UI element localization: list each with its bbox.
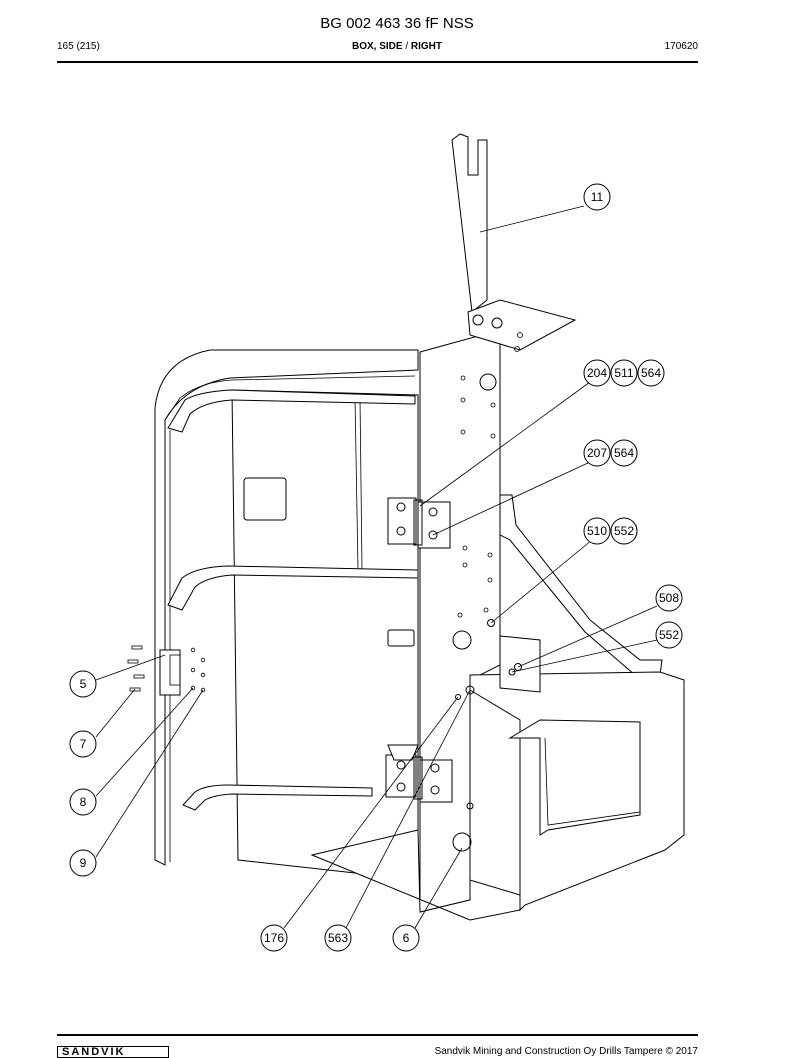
side-latch: [127, 645, 206, 696]
callout: 11: [583, 183, 611, 211]
callout: 563: [324, 924, 352, 952]
callout: 9: [69, 849, 97, 877]
diagonal-strap: [499, 494, 663, 676]
callout: 6: [392, 924, 420, 952]
callout: 564: [637, 359, 665, 387]
box-left-panel: [154, 349, 419, 866]
svg-text:511: 511: [614, 366, 633, 380]
section-title: BOX, SIDE / RIGHT: [0, 41, 794, 52]
svg-text:508: 508: [659, 591, 679, 605]
callout: 564: [610, 439, 638, 467]
svg-text:204: 204: [587, 366, 607, 380]
callout: 5: [69, 670, 97, 698]
section-title-side: RIGHT: [410, 41, 443, 52]
box-bottom-shelf: [182, 784, 373, 811]
box-back-wall: [231, 389, 419, 881]
svg-text:7: 7: [80, 737, 87, 751]
callout: 207: [583, 439, 611, 467]
svg-text:9: 9: [80, 856, 87, 870]
svg-text:564: 564: [641, 366, 661, 380]
callout: 511: [610, 359, 638, 387]
header-rule: [57, 61, 698, 63]
section-title-main: BOX, SIDE: [351, 41, 403, 52]
page-number: 165 (215): [57, 41, 100, 52]
svg-text:8: 8: [80, 795, 87, 809]
svg-text:552: 552: [659, 628, 679, 642]
front-frame: [452, 630, 685, 912]
wall-clip: [387, 629, 415, 647]
top-bracket: [451, 133, 577, 352]
svg-text:564: 564: [614, 446, 634, 460]
lower-hinge: [385, 744, 453, 803]
footer-rule: [57, 1034, 698, 1036]
leader-lines: [95, 205, 658, 929]
svg-text:552: 552: [614, 524, 634, 538]
upper-hinge: [387, 497, 451, 549]
callout: 552: [610, 517, 638, 545]
document-title: BG 002 463 36 fF NSS: [320, 15, 474, 32]
box-top-shelf: [167, 389, 416, 433]
svg-text:510: 510: [587, 524, 607, 538]
callout: 204: [583, 359, 611, 387]
callout: 7: [69, 730, 97, 758]
svg-text:176: 176: [264, 931, 284, 945]
callout: 552: [655, 621, 683, 649]
svg-text:6: 6: [403, 931, 410, 945]
svg-text:207: 207: [587, 446, 607, 460]
svg-text:5: 5: [80, 677, 87, 691]
footer-copyright: Sandvik Mining and Construction Oy Drill…: [434, 1046, 698, 1057]
callout: 508: [655, 584, 683, 612]
floor-plate: [310, 829, 521, 921]
callout: 510: [583, 517, 611, 545]
date-code: 170620: [664, 41, 698, 52]
svg-text:11: 11: [591, 190, 604, 204]
sandvik-logo: SANDVIK: [57, 1046, 169, 1058]
box-middle-shelf: [167, 565, 419, 611]
svg-text:563: 563: [328, 931, 348, 945]
callout: 176: [260, 924, 288, 952]
callout: 8: [69, 788, 97, 816]
section-title-separator: /: [402, 41, 411, 52]
